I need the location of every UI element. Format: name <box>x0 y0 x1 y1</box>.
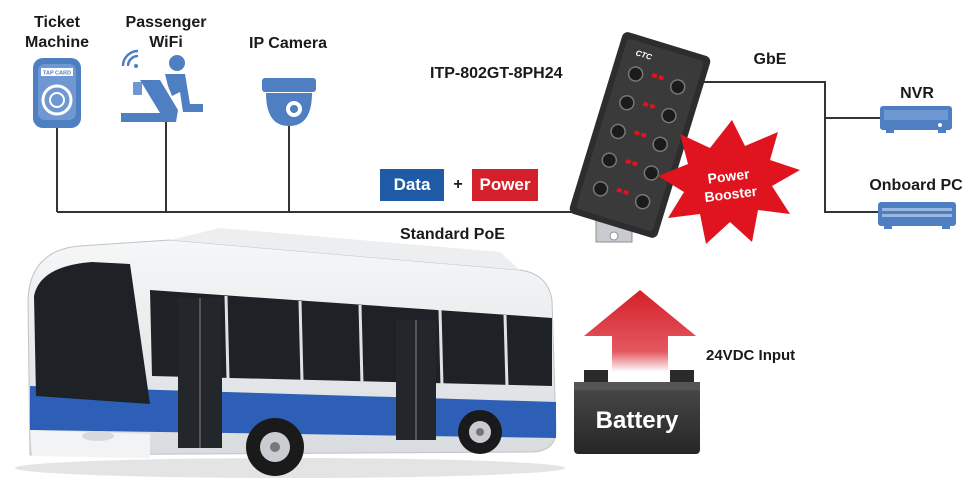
gbe-label: GbE <box>753 51 787 68</box>
ticket-machine-icon: TAP CARD <box>33 58 81 128</box>
onboard-pc-label: Onboard PC <box>869 177 963 194</box>
data-badge: Data <box>380 169 444 201</box>
standard-poe-label: Standard PoE <box>400 226 505 243</box>
ip-camera-label: IP Camera <box>249 35 327 52</box>
switch-model-label: ITP-802GT-8PH24 <box>430 65 563 82</box>
input-voltage-label: 24VDC Input <box>706 347 796 364</box>
booster-line2: Booster <box>704 183 759 205</box>
connection-lines <box>56 81 880 213</box>
switch-ports <box>592 66 686 210</box>
plus-sign: + <box>453 176 463 193</box>
booster-line1: Power <box>707 166 751 187</box>
tap-card-text: TAP CARD <box>43 71 71 77</box>
nvr-icon <box>880 106 952 133</box>
power-input-arrow <box>584 290 696 372</box>
battery-icon: Battery <box>574 370 700 454</box>
ip-camera-icon <box>262 78 316 126</box>
ticket-machine-line1: Ticket <box>34 14 80 31</box>
battery-label: Battery <box>596 407 679 434</box>
ticket-machine-line2: Machine <box>24 34 89 51</box>
power-booster-burst: Power Booster <box>658 120 800 244</box>
passenger-wifi-icon <box>121 49 203 122</box>
nvr-label: NVR <box>900 85 934 102</box>
port-leds <box>616 72 665 196</box>
poe-switch-device: CTC <box>569 32 711 243</box>
ticket-machine-label: Ticket Machine <box>20 13 94 53</box>
power-badge: Power <box>472 169 538 201</box>
bus-illustration <box>15 228 565 478</box>
passenger-wifi-line2: WiFi <box>149 34 183 51</box>
passenger-wifi-label: Passenger WiFi <box>116 13 216 53</box>
onboard-pc-icon <box>878 202 956 229</box>
passenger-wifi-line1: Passenger <box>125 14 207 31</box>
